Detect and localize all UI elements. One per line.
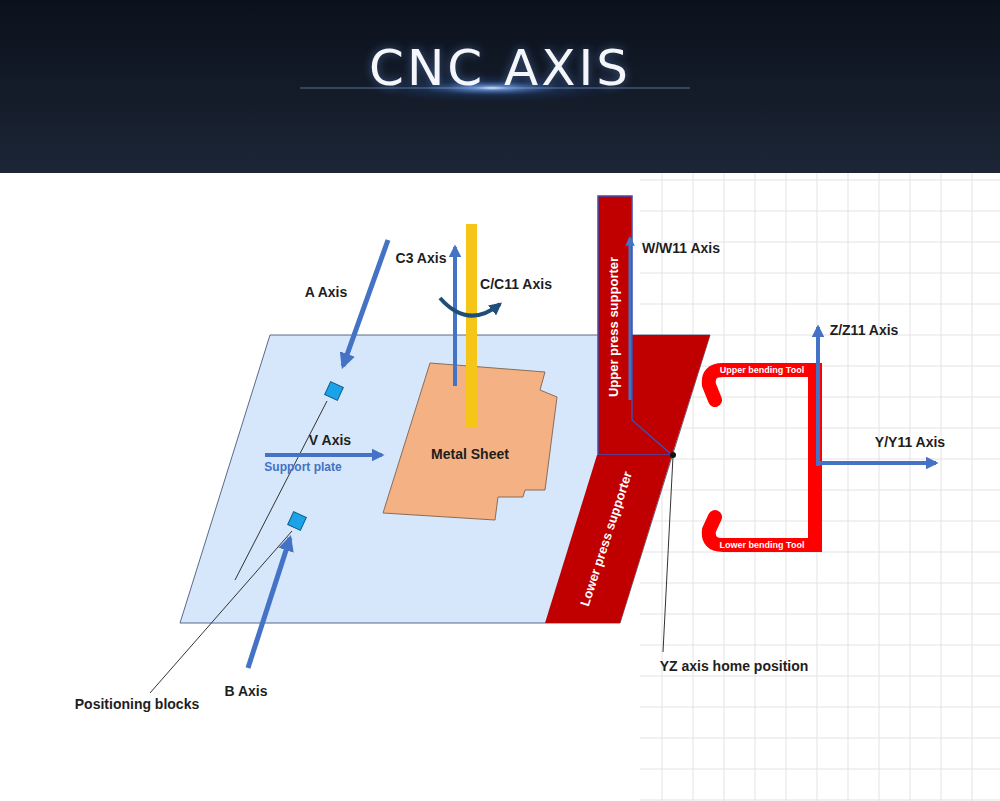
metal-sheet-shape (383, 363, 558, 521)
metal-sheet-outline (383, 363, 557, 520)
header-band: CNC AXIS (0, 0, 1000, 173)
grid-line (640, 707, 1000, 708)
grid-line (640, 645, 1000, 646)
axis-label: A Axis (305, 284, 348, 300)
a-axis-arrow (343, 240, 388, 366)
upper-press-supporter: Upper press supporter (598, 196, 710, 455)
axis-label: C3 Axis (396, 250, 447, 266)
node-label: Lower bending Tool (720, 540, 805, 550)
upper-press-supporter-outline (598, 196, 710, 455)
axis-label: C/C11 Axis (480, 276, 552, 292)
axis-label: Positioning blocks (75, 696, 199, 712)
grid-line (640, 676, 1000, 677)
bending-tool-outline (709, 370, 815, 545)
y-axis-arrow (816, 461, 936, 465)
v-axis-arrow (265, 453, 382, 457)
w-axis-arrow (629, 238, 632, 400)
axis-label: YZ axis home position (660, 658, 809, 674)
grid-line (640, 800, 1000, 801)
metal-sheet: Metal Sheet (383, 363, 558, 521)
b-axis-arrow (248, 538, 290, 668)
c-axis-rotation-arrow (440, 298, 500, 316)
positioning-block (288, 512, 307, 531)
grid-line (640, 583, 1000, 584)
node-label: Metal Sheet (431, 446, 509, 462)
node-label: Upper press supporter (607, 257, 622, 397)
grid-line (640, 180, 1000, 181)
bending-tool: Upper bending ToolLower bending Tool (695, 355, 830, 560)
axis-label: Z/Z11 Axis (830, 322, 899, 338)
node-label: Upper bending Tool (720, 365, 804, 375)
lower-press-supporter-outline (545, 455, 672, 623)
leader-line (663, 456, 673, 652)
c3-axis-arrow (453, 247, 457, 386)
positioning-block (325, 382, 344, 401)
grid-line (640, 211, 1000, 212)
grid-line (640, 304, 1000, 305)
page-title: CNC AXIS (369, 39, 631, 97)
bending-tool-shape (695, 355, 830, 560)
spindle-bar (466, 224, 477, 427)
leader-line (150, 531, 292, 693)
lower-press-supporter: Lower press supporter (545, 455, 672, 623)
axis-label: V Axis (309, 432, 351, 448)
grid-line (640, 614, 1000, 615)
z-axis-arrow (816, 327, 820, 466)
home-position-dot (670, 452, 676, 458)
upper-press-supporter-outline (598, 196, 672, 455)
node-label: Support plate (264, 461, 341, 475)
axis-label: W/W11 Axis (642, 240, 720, 256)
leader-line (235, 401, 327, 580)
grid-line (640, 738, 1000, 739)
axis-label: Y/Y11 Axis (875, 434, 945, 450)
grid-line (640, 769, 1000, 770)
grid-line (640, 273, 1000, 274)
axis-label: B Axis (224, 683, 267, 699)
